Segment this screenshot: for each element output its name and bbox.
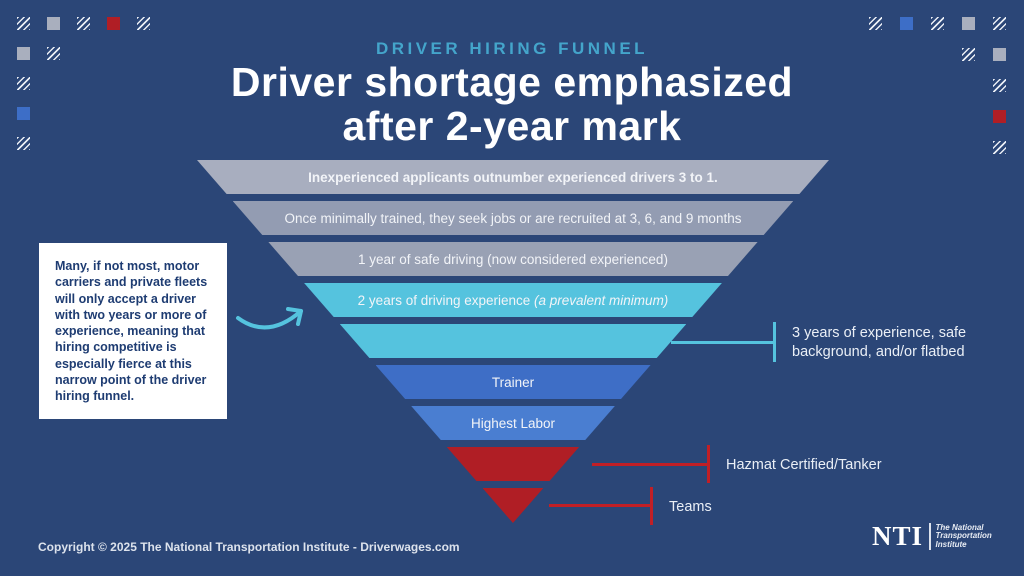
- funnel-layer-3-label: 1 year of safe driving (now considered e…: [358, 251, 668, 267]
- note-line: hiring competitive is: [55, 340, 177, 355]
- decor-square-red: [107, 17, 120, 30]
- funnel-layer-7-label: Highest Labor: [471, 415, 556, 431]
- note-line: with two years or more of: [55, 307, 207, 322]
- callout-bar-hazmat: [707, 445, 710, 483]
- funnel-layer-3: 1 year of safe driving (now considered e…: [268, 242, 757, 276]
- funnel-layer-9: [482, 488, 544, 523]
- note-line: will only accept a driver: [55, 291, 197, 306]
- callout-line-three-years: [671, 341, 775, 344]
- note-box: Many, if not most, motor carriers and pr…: [39, 243, 227, 419]
- funnel-layer-8: [447, 447, 579, 481]
- callout-text-three-years: 3 years of experience, safe background, …: [792, 324, 966, 362]
- note-line: especially fierce at this: [55, 356, 192, 371]
- decor-square-striped: [869, 17, 882, 30]
- funnel-layer-1-label: Inexperienced applicants outnumber exper…: [308, 169, 718, 185]
- decor-square-striped: [931, 17, 944, 30]
- callout-line-teams: [549, 504, 653, 507]
- kicker-title: DRIVER HIRING FUNNEL: [375, 39, 649, 58]
- nti-logo-name-line: Transportation: [935, 531, 992, 541]
- note-line: hiring funnel.: [55, 389, 135, 404]
- funnel-layer-6-label: Trainer: [491, 374, 535, 390]
- nti-logo: NTI The National Transportation Institut…: [872, 521, 992, 552]
- callout-line-hazmat: [592, 463, 709, 466]
- funnel-layer-4: 2 years of driving experience (a prevale…: [304, 283, 722, 317]
- decor-square-striped: [17, 17, 30, 30]
- decor-square-striped: [137, 17, 150, 30]
- nti-logo-name-line: Institute: [935, 539, 967, 549]
- funnel-layer-6: Trainer: [376, 365, 651, 399]
- page-title-line2: after 2-year mark: [342, 103, 682, 149]
- nti-logo-divider: [929, 523, 931, 550]
- note-line: narrow point of the driver: [55, 373, 207, 388]
- page-title-line1: Driver shortage emphasized: [230, 59, 794, 105]
- funnel-layer-7: Highest Labor: [411, 406, 615, 440]
- page-title: Driver shortage emphasized after 2-year …: [0, 60, 1024, 148]
- note-line: Many, if not most, motor: [55, 259, 200, 273]
- decor-square-gray: [47, 17, 60, 30]
- callout-three-years-line1: 3 years of experience, safe: [792, 325, 967, 341]
- funnel-layer-2-label: Once minimally trained, they seek jobs o…: [284, 210, 742, 226]
- callout-bar-three-years: [773, 322, 776, 362]
- decor-square-striped: [77, 17, 90, 30]
- note-line: experience, meaning that: [55, 324, 206, 339]
- callout-bar-teams: [650, 487, 653, 525]
- nti-logo-monogram: NTI: [872, 521, 924, 551]
- decor-square-striped: [993, 17, 1006, 30]
- decor-square-blue: [900, 17, 913, 30]
- funnel-layer-2: Once minimally trained, they seek jobs o…: [233, 201, 794, 235]
- funnel-layer-5: [340, 324, 687, 358]
- copyright-text: Copyright © 2025 The National Transporta…: [38, 540, 460, 554]
- decor-square-gray: [962, 17, 975, 30]
- callout-three-years-line2: background, and/or flatbed: [792, 344, 965, 360]
- nti-logo-name-line: The National: [935, 522, 984, 532]
- funnel-layer-1: Inexperienced applicants outnumber exper…: [197, 160, 829, 194]
- callout-text-teams: Teams: [669, 499, 712, 515]
- funnel-layer-4-label: 2 years of driving experience (a prevale…: [357, 292, 669, 308]
- callout-text-hazmat: Hazmat Certified/Tanker: [726, 457, 882, 473]
- note-line: carriers and private fleets: [55, 275, 208, 290]
- nti-logo-name: The National Transportation Institute: [935, 522, 992, 549]
- curved-arrow-icon: [236, 307, 303, 330]
